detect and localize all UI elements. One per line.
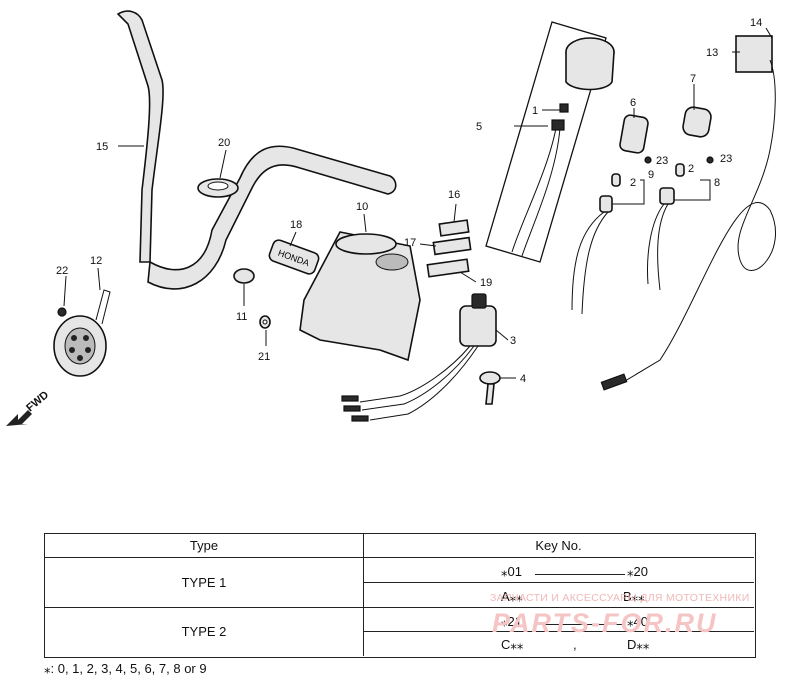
type-2-key-end: ⁎40 [627, 614, 648, 629]
footnote: ⁎: 0, 1, 2, 3, 4, 5, 6, 7, 8 or 9 [44, 661, 207, 676]
callout-13: 13 [706, 47, 718, 59]
callout-5: 5 [476, 121, 482, 133]
callout-9: 9 [648, 169, 654, 181]
lamp-socket-7 [682, 106, 712, 138]
callout-2a: 2 [630, 177, 636, 189]
lamp-socket-6 [619, 114, 649, 154]
callout-22: 22 [56, 265, 68, 277]
callout-11: 11 [236, 311, 247, 323]
ignition-key [479, 371, 501, 405]
callout-2b: 2 [688, 163, 694, 175]
bulb-socket-9 [571, 173, 621, 315]
callout-21: 21 [258, 351, 270, 363]
watermark-caption: ЗАПЧАСТИ И АКСЕССУАРЫ ДЛЯ МОТОТЕХНИКИ [490, 592, 750, 604]
callout-20: 20 [218, 137, 230, 149]
callout-23a: 23 [656, 155, 668, 167]
callout-15: 15 [96, 141, 108, 153]
callout-7: 7 [690, 73, 696, 85]
watermark-logo: PARTS-FOR.RU [492, 608, 718, 638]
callout-17: 17 [404, 237, 416, 249]
honda-emblem: HONDA [268, 239, 320, 275]
fwd-label: FWD [24, 389, 51, 414]
type-2-key-d: D⁎⁎ [627, 637, 650, 652]
callout-12: 12 [90, 255, 102, 267]
type-1-key-a: A⁎⁎ [501, 589, 523, 604]
type-2-key-sep: , [573, 637, 577, 652]
handlebar [116, 10, 397, 290]
fwd-arrow: FWD [6, 389, 51, 426]
callout-14: 14 [750, 17, 762, 29]
headlight-cover [299, 231, 421, 362]
callout-19: 19 [480, 277, 492, 289]
callout-8: 8 [714, 177, 720, 189]
type-2-key-c: C⁎⁎ [501, 637, 524, 652]
pad-16 [438, 219, 470, 237]
callout-23b: 23 [720, 153, 732, 165]
washer [259, 315, 271, 329]
type-key-table: Type Key No. TYPE 1 ⁎01 ⁎20 A⁎⁎ B⁎⁎ TYPE… [44, 533, 756, 658]
callout-3: 3 [510, 335, 516, 347]
header-type: Type [189, 538, 219, 553]
callout-6: 6 [630, 97, 636, 109]
type-1-key-end: ⁎20 [627, 564, 648, 579]
bulb-socket-8 [647, 163, 685, 291]
type-1-key-start: ⁎01 [501, 564, 522, 579]
callout-10: 10 [356, 201, 368, 213]
type-1-label: TYPE 1 [181, 574, 227, 590]
callout-1: 1 [532, 105, 538, 117]
type-1-key-b: B⁎⁎ [623, 589, 645, 604]
screw-23b [706, 156, 714, 164]
callout-16: 16 [448, 189, 460, 201]
type-2-label: TYPE 2 [181, 624, 227, 639]
callout-4: 4 [520, 373, 526, 385]
ignition-switch [341, 293, 497, 422]
cushion [233, 268, 255, 284]
header-key-no: Key No. [535, 538, 582, 553]
pad-19 [426, 258, 470, 278]
meter-assembly [485, 21, 615, 263]
screw-23a [644, 156, 652, 164]
callout-18: 18 [290, 219, 302, 231]
type-2-key-start: ⁎21 [501, 614, 522, 629]
horn [53, 289, 111, 377]
parts-diagram: HONDA [6, 10, 776, 426]
pad-17 [432, 236, 472, 256]
rubber-grommet [197, 178, 239, 198]
speedometer-cable [600, 35, 776, 391]
